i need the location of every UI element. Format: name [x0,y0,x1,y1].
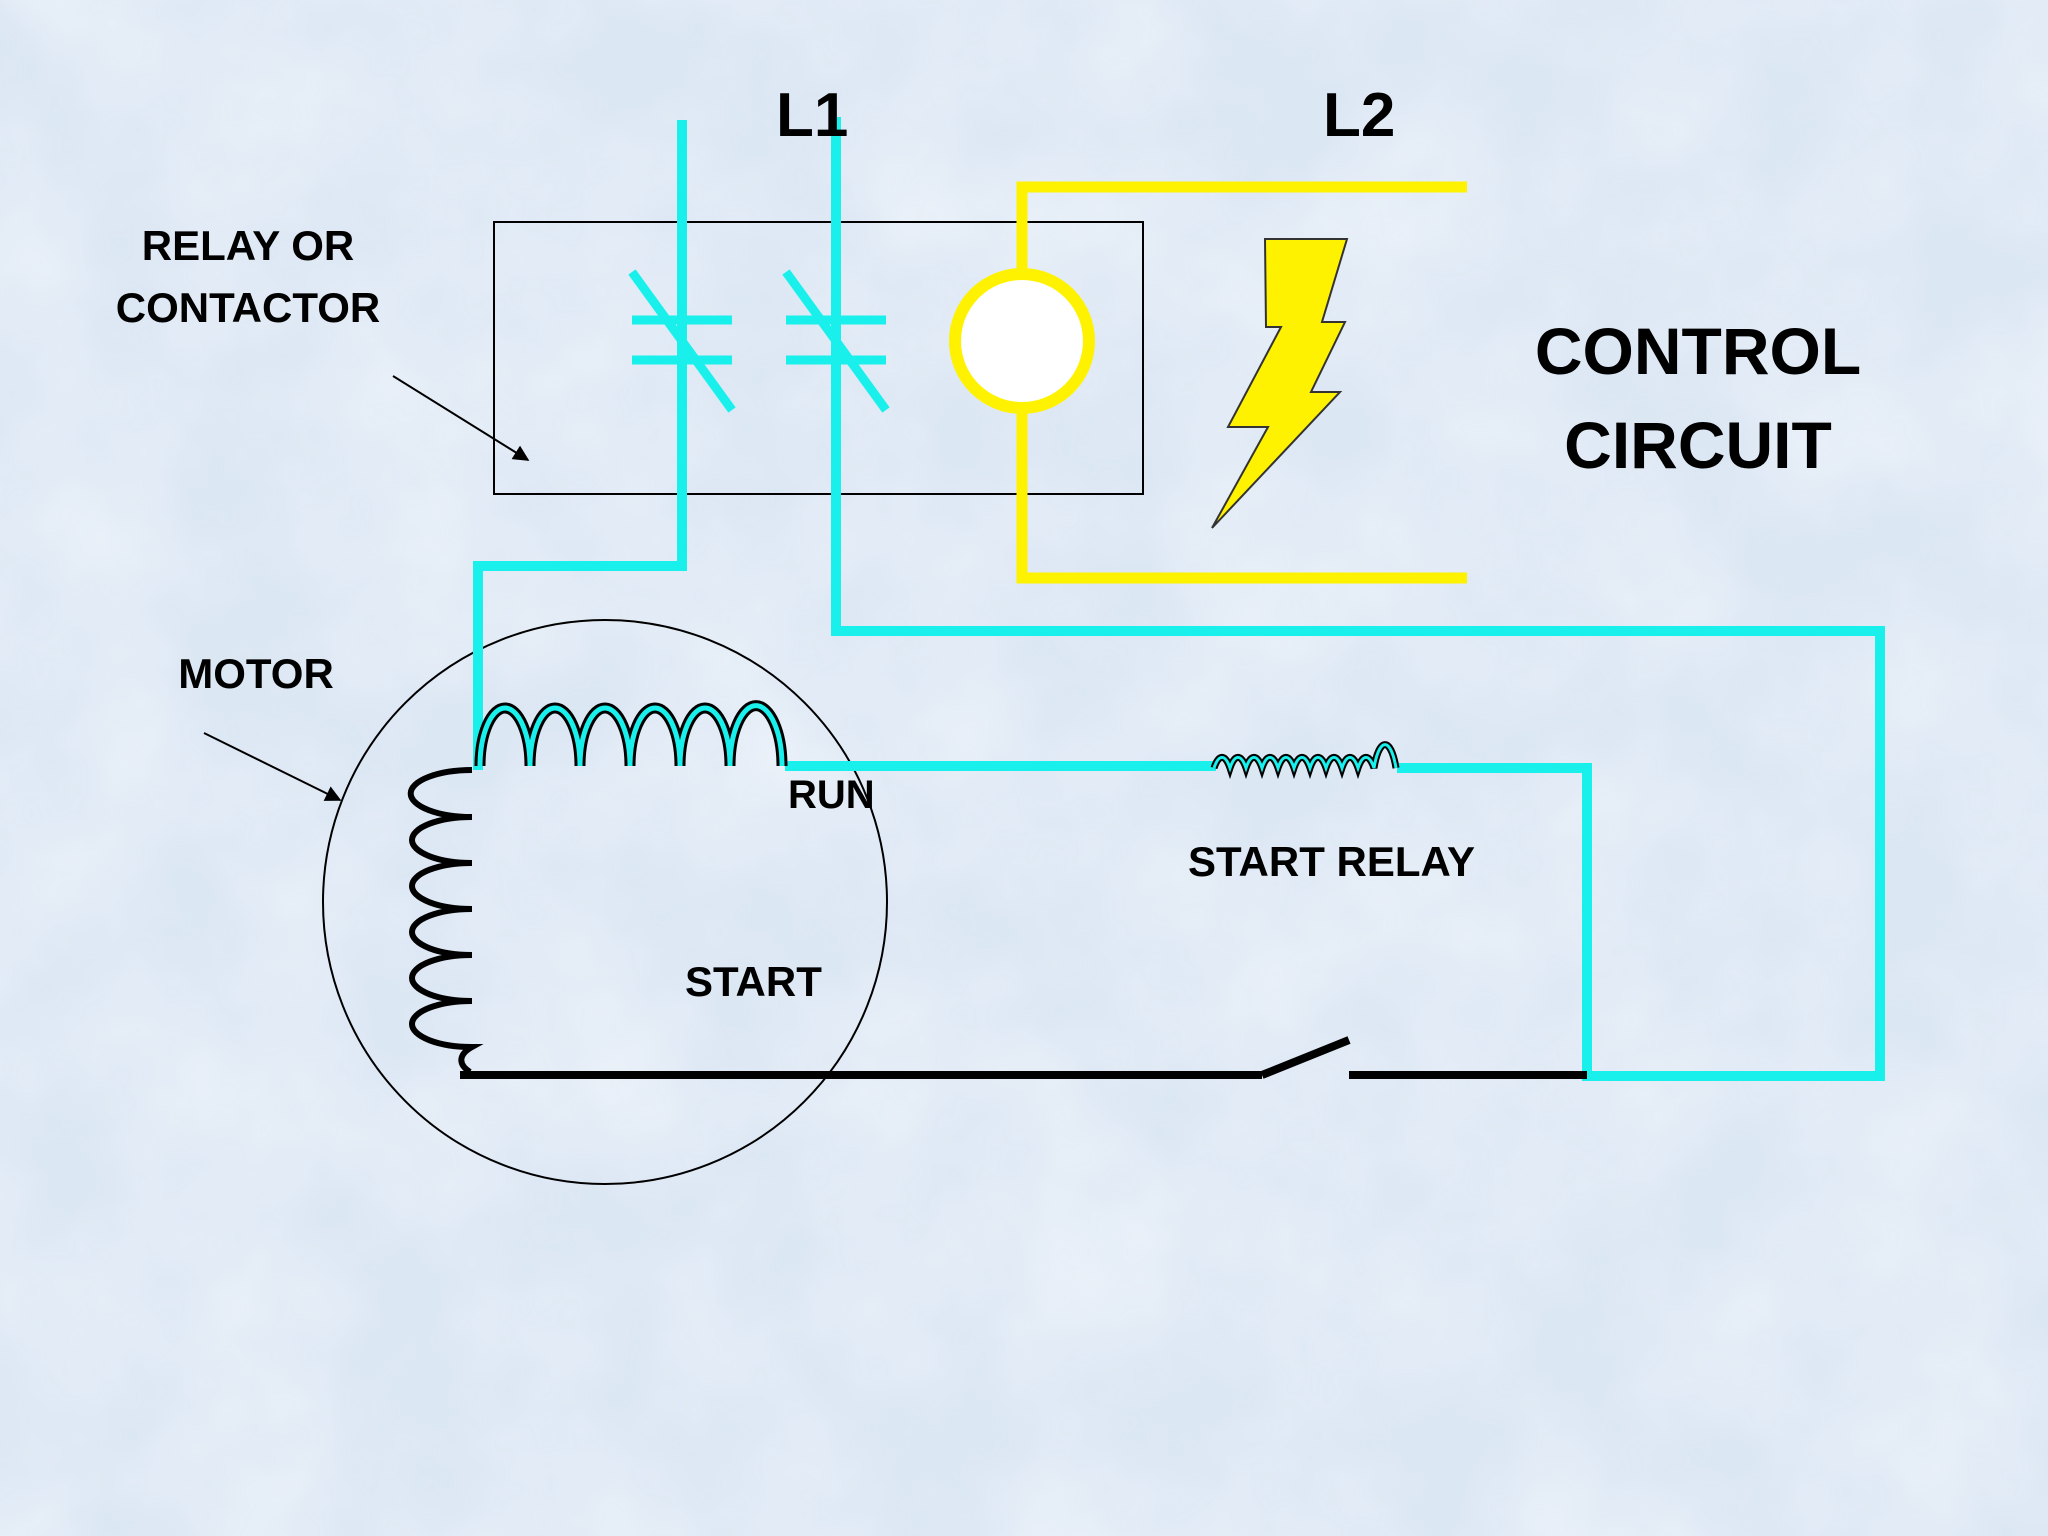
relay-contactor-box [493,221,1144,495]
contact-right [782,269,890,413]
start-relay-coil-highlight [1212,743,1398,773]
run-winding-coil-highlight [477,703,785,767]
start-relay-switch-blade [1260,1036,1351,1079]
start-winding-coil [407,767,484,1075]
label-l2: L2 [1323,81,1395,150]
contactor-coil [949,268,1095,414]
relay-pointer-arrow [392,375,530,461]
label-relay-line2: CONTACTOR [116,284,380,331]
label-start-relay: START RELAY [1188,838,1475,885]
lightning-bolt-icon [1211,238,1349,529]
motor-circle [322,619,888,1185]
label-control-line1: CONTROL [1535,314,1861,388]
contact-left [628,269,736,413]
label-motor: MOTOR [178,650,334,697]
label-control-line2: CIRCUIT [1564,408,1832,482]
label-run: RUN [788,773,875,817]
label-relay-line1: RELAY OR [142,222,354,269]
control-wire-bottom [1016,410,1467,584]
motor-pointer-arrow [203,732,342,801]
l1-wire-right [831,117,1885,1081]
label-start: START [685,958,822,1005]
label-l1: L1 [776,81,848,150]
start-relay-coil [1210,741,1400,780]
control-wire-top [1016,181,1467,272]
